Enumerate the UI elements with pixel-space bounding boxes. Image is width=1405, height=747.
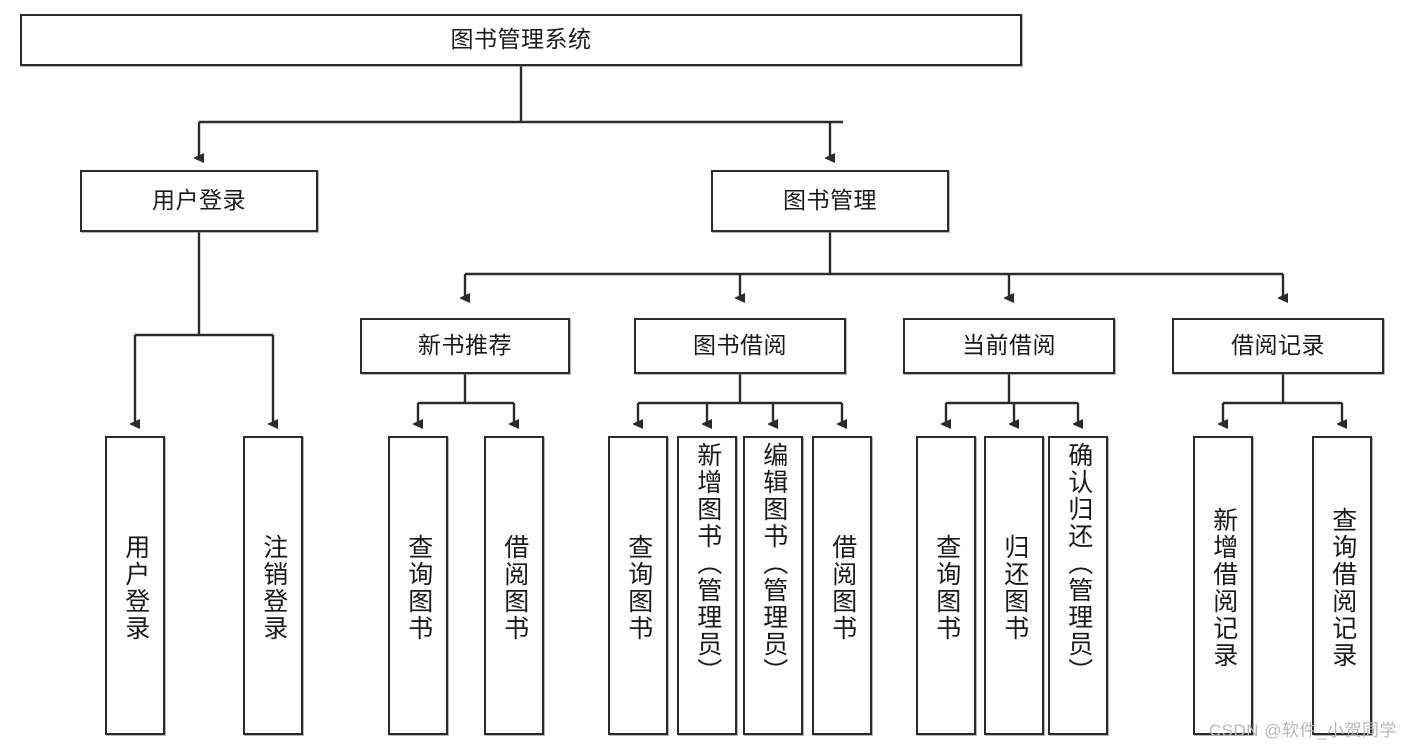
node-book-borrow-label: 图书借阅: [693, 332, 787, 359]
node-current-borrow-label: 当前借阅: [962, 332, 1056, 359]
leaf-user-login-login-label: 用户登录: [121, 533, 150, 642]
node-book-management[interactable]: 图书管理: [711, 170, 949, 232]
leaf-recommend-query-book-label: 查询图书: [404, 533, 433, 642]
leaf-current-query-book[interactable]: 查询图书: [916, 436, 976, 735]
leaf-current-return-book[interactable]: 归还图书: [984, 436, 1044, 735]
node-user-login[interactable]: 用户登录: [80, 170, 318, 232]
leaf-current-confirm-return[interactable]: 确认归还（管理员）: [1048, 436, 1108, 735]
leaf-borrow-query-book-label: 查询图书: [624, 533, 653, 642]
leaf-recommend-borrow-book-label: 借阅图书: [500, 533, 529, 642]
leaf-user-login-logout[interactable]: 注销登录: [243, 436, 303, 735]
node-new-book-recommend[interactable]: 新书推荐: [360, 318, 570, 374]
leaf-recommend-query-book[interactable]: 查询图书: [388, 436, 448, 735]
node-borrow-record-label: 借阅记录: [1231, 332, 1325, 359]
node-user-login-label: 用户登录: [152, 187, 246, 214]
leaf-record-add-record-label: 新增借阅记录: [1209, 506, 1238, 669]
leaf-borrow-borrow-book[interactable]: 借阅图书: [812, 436, 872, 735]
leaf-record-query-record[interactable]: 查询借阅记录: [1312, 436, 1372, 735]
node-book-management-label: 图书管理: [783, 187, 877, 214]
leaf-borrow-add-book-label: 新增图书（管理员）: [693, 442, 722, 685]
leaf-borrow-edit-book[interactable]: 编辑图书（管理员）: [743, 436, 803, 735]
node-new-book-recommend-label: 新书推荐: [418, 332, 512, 359]
leaf-borrow-query-book[interactable]: 查询图书: [608, 436, 668, 735]
leaf-record-query-record-label: 查询借阅记录: [1328, 506, 1357, 669]
leaf-current-query-book-label: 查询图书: [932, 533, 961, 642]
node-current-borrow[interactable]: 当前借阅: [903, 318, 1115, 374]
leaf-record-add-record[interactable]: 新增借阅记录: [1193, 436, 1253, 735]
node-book-borrow[interactable]: 图书借阅: [634, 318, 846, 374]
leaf-current-return-book-label: 归还图书: [1000, 533, 1029, 642]
leaf-borrow-borrow-book-label: 借阅图书: [828, 533, 857, 642]
csdn-watermark: CSDN @软件_小贺同学: [1208, 721, 1397, 740]
leaf-user-login-login[interactable]: 用户登录: [105, 436, 165, 735]
node-root[interactable]: 图书管理系统: [20, 14, 1022, 66]
leaf-borrow-add-book[interactable]: 新增图书（管理员）: [677, 436, 737, 735]
node-borrow-record[interactable]: 借阅记录: [1172, 318, 1384, 374]
leaf-borrow-edit-book-label: 编辑图书（管理员）: [759, 442, 788, 685]
leaf-recommend-borrow-book[interactable]: 借阅图书: [484, 436, 544, 735]
leaf-user-login-logout-label: 注销登录: [259, 533, 288, 642]
leaf-current-confirm-return-label: 确认归还（管理员）: [1064, 442, 1093, 685]
node-root-label: 图书管理系统: [450, 26, 592, 53]
